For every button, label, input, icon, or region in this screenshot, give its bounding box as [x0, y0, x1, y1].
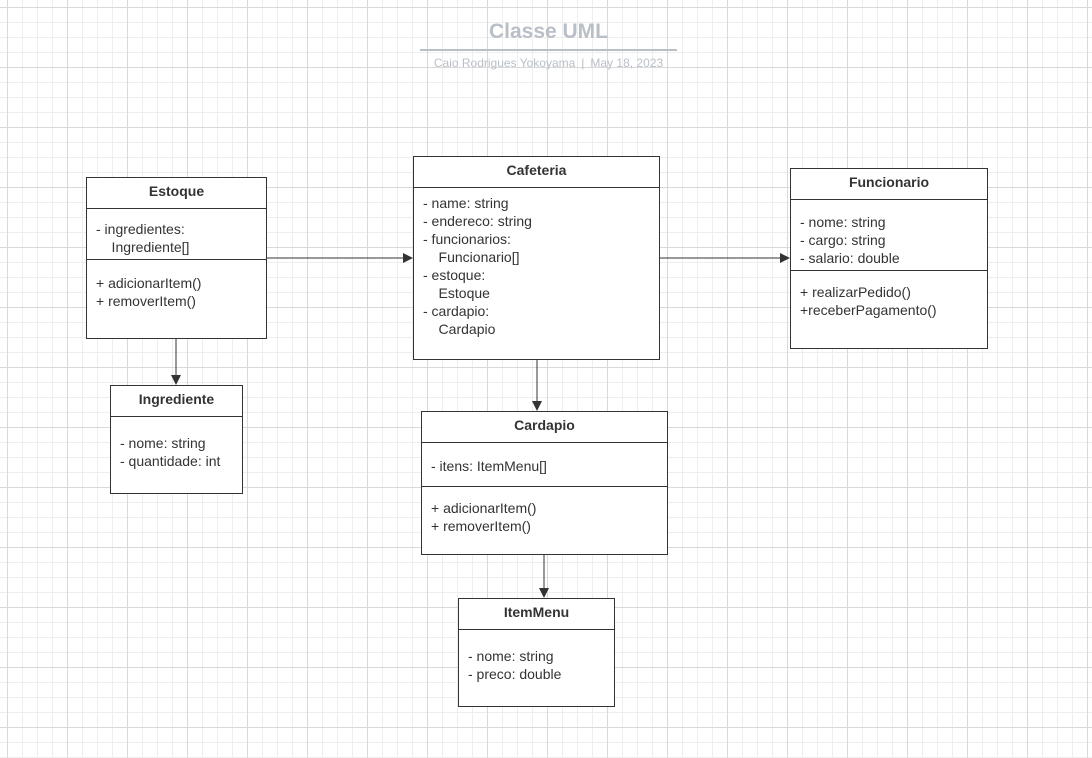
attribute: - cardapio:	[423, 303, 490, 319]
attributes-section: - name: string - endereco: string - func…	[414, 188, 659, 344]
class-cardapio[interactable]: Cardapio - itens: ItemMenu[] + adicionar…	[421, 411, 668, 555]
attribute: - estoque:	[423, 267, 486, 283]
class-name: Cardapio	[422, 412, 667, 443]
attribute: Ingrediente[]	[96, 239, 190, 255]
operation: + realizarPedido()	[800, 284, 911, 300]
class-name: Cafeteria	[414, 157, 659, 188]
class-ingrediente[interactable]: Ingrediente - nome: string - quantidade:…	[110, 385, 243, 494]
diagram-date: May 18, 2023	[590, 56, 664, 70]
attributes-section: - nome: string - preco: double	[459, 630, 614, 689]
author-name: Caio Rodrigues Yokoyama	[433, 56, 576, 70]
diagram-subtitle: Caio Rodrigues Yokoyama | May 18, 2023	[420, 56, 677, 70]
attribute: Estoque	[423, 285, 490, 301]
class-name: Funcionario	[791, 169, 987, 200]
operation: + adicionarItem()	[431, 500, 537, 516]
operations-section: + adicionarItem() + removerItem()	[87, 259, 266, 316]
attribute: - name: string	[423, 195, 509, 211]
attribute: - funcionarios:	[423, 231, 511, 247]
attribute: - cargo: string	[800, 232, 886, 248]
attribute: - nome: string	[800, 214, 886, 230]
attributes-section: - itens: ItemMenu[]	[422, 443, 667, 486]
operation: +receberPagamento()	[800, 302, 937, 318]
class-cafeteria[interactable]: Cafeteria - name: string - endereco: str…	[413, 156, 660, 360]
operation: + removerItem()	[431, 518, 531, 534]
class-estoque[interactable]: Estoque - ingredientes: Ingrediente[] + …	[86, 177, 267, 339]
operation: + removerItem()	[96, 293, 196, 309]
attribute: - itens: ItemMenu[]	[431, 458, 547, 474]
title-divider	[420, 49, 677, 51]
class-name: Ingrediente	[111, 386, 242, 417]
attributes-section: - nome: string - cargo: string - salario…	[791, 200, 987, 270]
class-name: ItemMenu	[459, 599, 614, 630]
attribute: - nome: string	[120, 435, 206, 451]
attribute: - endereco: string	[423, 213, 532, 229]
attribute: - quantidade: int	[120, 453, 221, 469]
operations-section: + realizarPedido() +receberPagamento()	[791, 270, 987, 325]
subtitle-separator: |	[581, 56, 585, 70]
attributes-section: - ingredientes: Ingrediente[]	[87, 209, 266, 259]
attribute: - nome: string	[468, 648, 554, 664]
attribute: - preco: double	[468, 666, 562, 682]
attribute: - salario: double	[800, 250, 900, 266]
operation: + adicionarItem()	[96, 275, 202, 291]
attribute: Cardapio	[423, 321, 496, 337]
diagram-title: Classe UML	[488, 20, 609, 43]
attributes-section: - nome: string - quantidade: int	[111, 417, 242, 476]
operations-section: + adicionarItem() + removerItem()	[422, 486, 667, 541]
attribute: - ingredientes:	[96, 221, 185, 237]
class-funcionario[interactable]: Funcionario - nome: string - cargo: stri…	[790, 168, 988, 349]
class-itemmenu[interactable]: ItemMenu - nome: string - preco: double	[458, 598, 615, 707]
attribute: Funcionario[]	[423, 249, 520, 265]
class-name: Estoque	[87, 178, 266, 209]
